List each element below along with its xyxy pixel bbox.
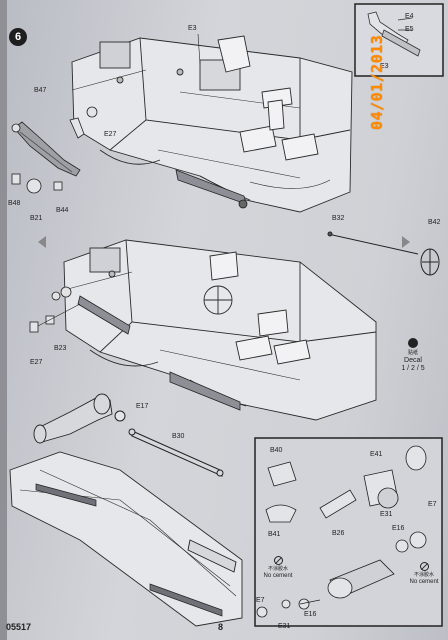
steering-rod-b32 xyxy=(327,231,419,255)
no-cement-label-cn: 不涂胶水 xyxy=(413,572,434,578)
no-cement-label: No cement xyxy=(409,579,439,585)
leaf-spring-rear-2 xyxy=(169,371,241,411)
label-e41: E41 xyxy=(370,451,383,458)
label-b40: B40 xyxy=(270,447,283,454)
label-inset-e5: E5 xyxy=(405,26,414,33)
label-b26: B26 xyxy=(332,530,345,537)
label-e16-inset: E16 xyxy=(392,525,405,532)
decal-note: 贴纸 Decal 1 / 2 / 5 xyxy=(396,338,430,373)
leaf-spring-rear-1 xyxy=(175,169,248,209)
leaf-spring-chassis xyxy=(35,483,223,617)
no-cement-label: No cement xyxy=(263,573,293,579)
decal-icon xyxy=(408,338,418,348)
label-b44: B44 xyxy=(56,207,69,214)
label-b41: B41 xyxy=(268,531,281,538)
label-e17: E17 xyxy=(136,403,149,410)
label-inset-e4: E4 xyxy=(405,13,414,20)
label-b48: B48 xyxy=(8,200,21,207)
no-cement-note-left: 不涂胶水 No cement xyxy=(258,556,298,580)
label-e7-bottom: E7 xyxy=(256,597,265,604)
drive-shaft-b30 xyxy=(128,428,224,477)
leaf-spring-front-2 xyxy=(51,286,131,335)
steering-wheel-b42 xyxy=(420,248,440,276)
label-b32: B32 xyxy=(332,215,345,222)
label-e27-2: E27 xyxy=(30,359,43,366)
hull-assembly-2 xyxy=(63,239,377,421)
label-b47: B47 xyxy=(34,87,47,94)
label-e31-inset: E31 xyxy=(380,511,393,518)
inset-bottom-drawings xyxy=(256,445,427,618)
date-stamp: 04/01/2013 xyxy=(368,34,386,130)
hull-assembly-1 xyxy=(71,35,353,213)
kit-part-number: 05517 xyxy=(6,622,32,632)
label-inset-e3: E3 xyxy=(380,63,389,70)
page-number: 8 xyxy=(218,622,224,632)
front-axle xyxy=(33,393,113,444)
label-b21: B21 xyxy=(30,215,43,222)
label-e31-bottom: E31 xyxy=(278,623,291,630)
arrow-right-1 xyxy=(402,236,410,248)
small-parts-2 xyxy=(29,303,81,333)
decal-numbers: 1 / 2 / 5 xyxy=(401,365,425,372)
no-cement-icon xyxy=(419,562,429,571)
label-b23: B23 xyxy=(54,345,67,352)
no-cement-icon xyxy=(273,556,283,565)
label-e27: E27 xyxy=(104,131,117,138)
no-cement-note-right: 不涂胶水 No cement xyxy=(404,562,444,586)
rear-axle-chassis xyxy=(187,539,237,573)
label-e7-inset: E7 xyxy=(428,501,437,508)
arrow-left-1 xyxy=(38,236,46,248)
leaf-spring-front-1 xyxy=(11,121,81,177)
decal-label: Decal xyxy=(404,357,422,364)
decal-label-cn: 贴纸 xyxy=(407,350,418,356)
small-parts-1 xyxy=(11,33,201,194)
label-e16-bottom: E16 xyxy=(304,611,317,618)
page-edge xyxy=(0,0,7,640)
label-e3: E3 xyxy=(188,25,197,32)
part-e17 xyxy=(114,410,126,422)
step-number-badge: 6 xyxy=(9,28,27,46)
inset-top-part xyxy=(367,11,421,57)
no-cement-label-cn: 不涂胶水 xyxy=(267,566,288,572)
label-b30: B30 xyxy=(172,433,185,440)
chassis-frame xyxy=(9,451,243,627)
label-b42: B42 xyxy=(428,219,441,226)
